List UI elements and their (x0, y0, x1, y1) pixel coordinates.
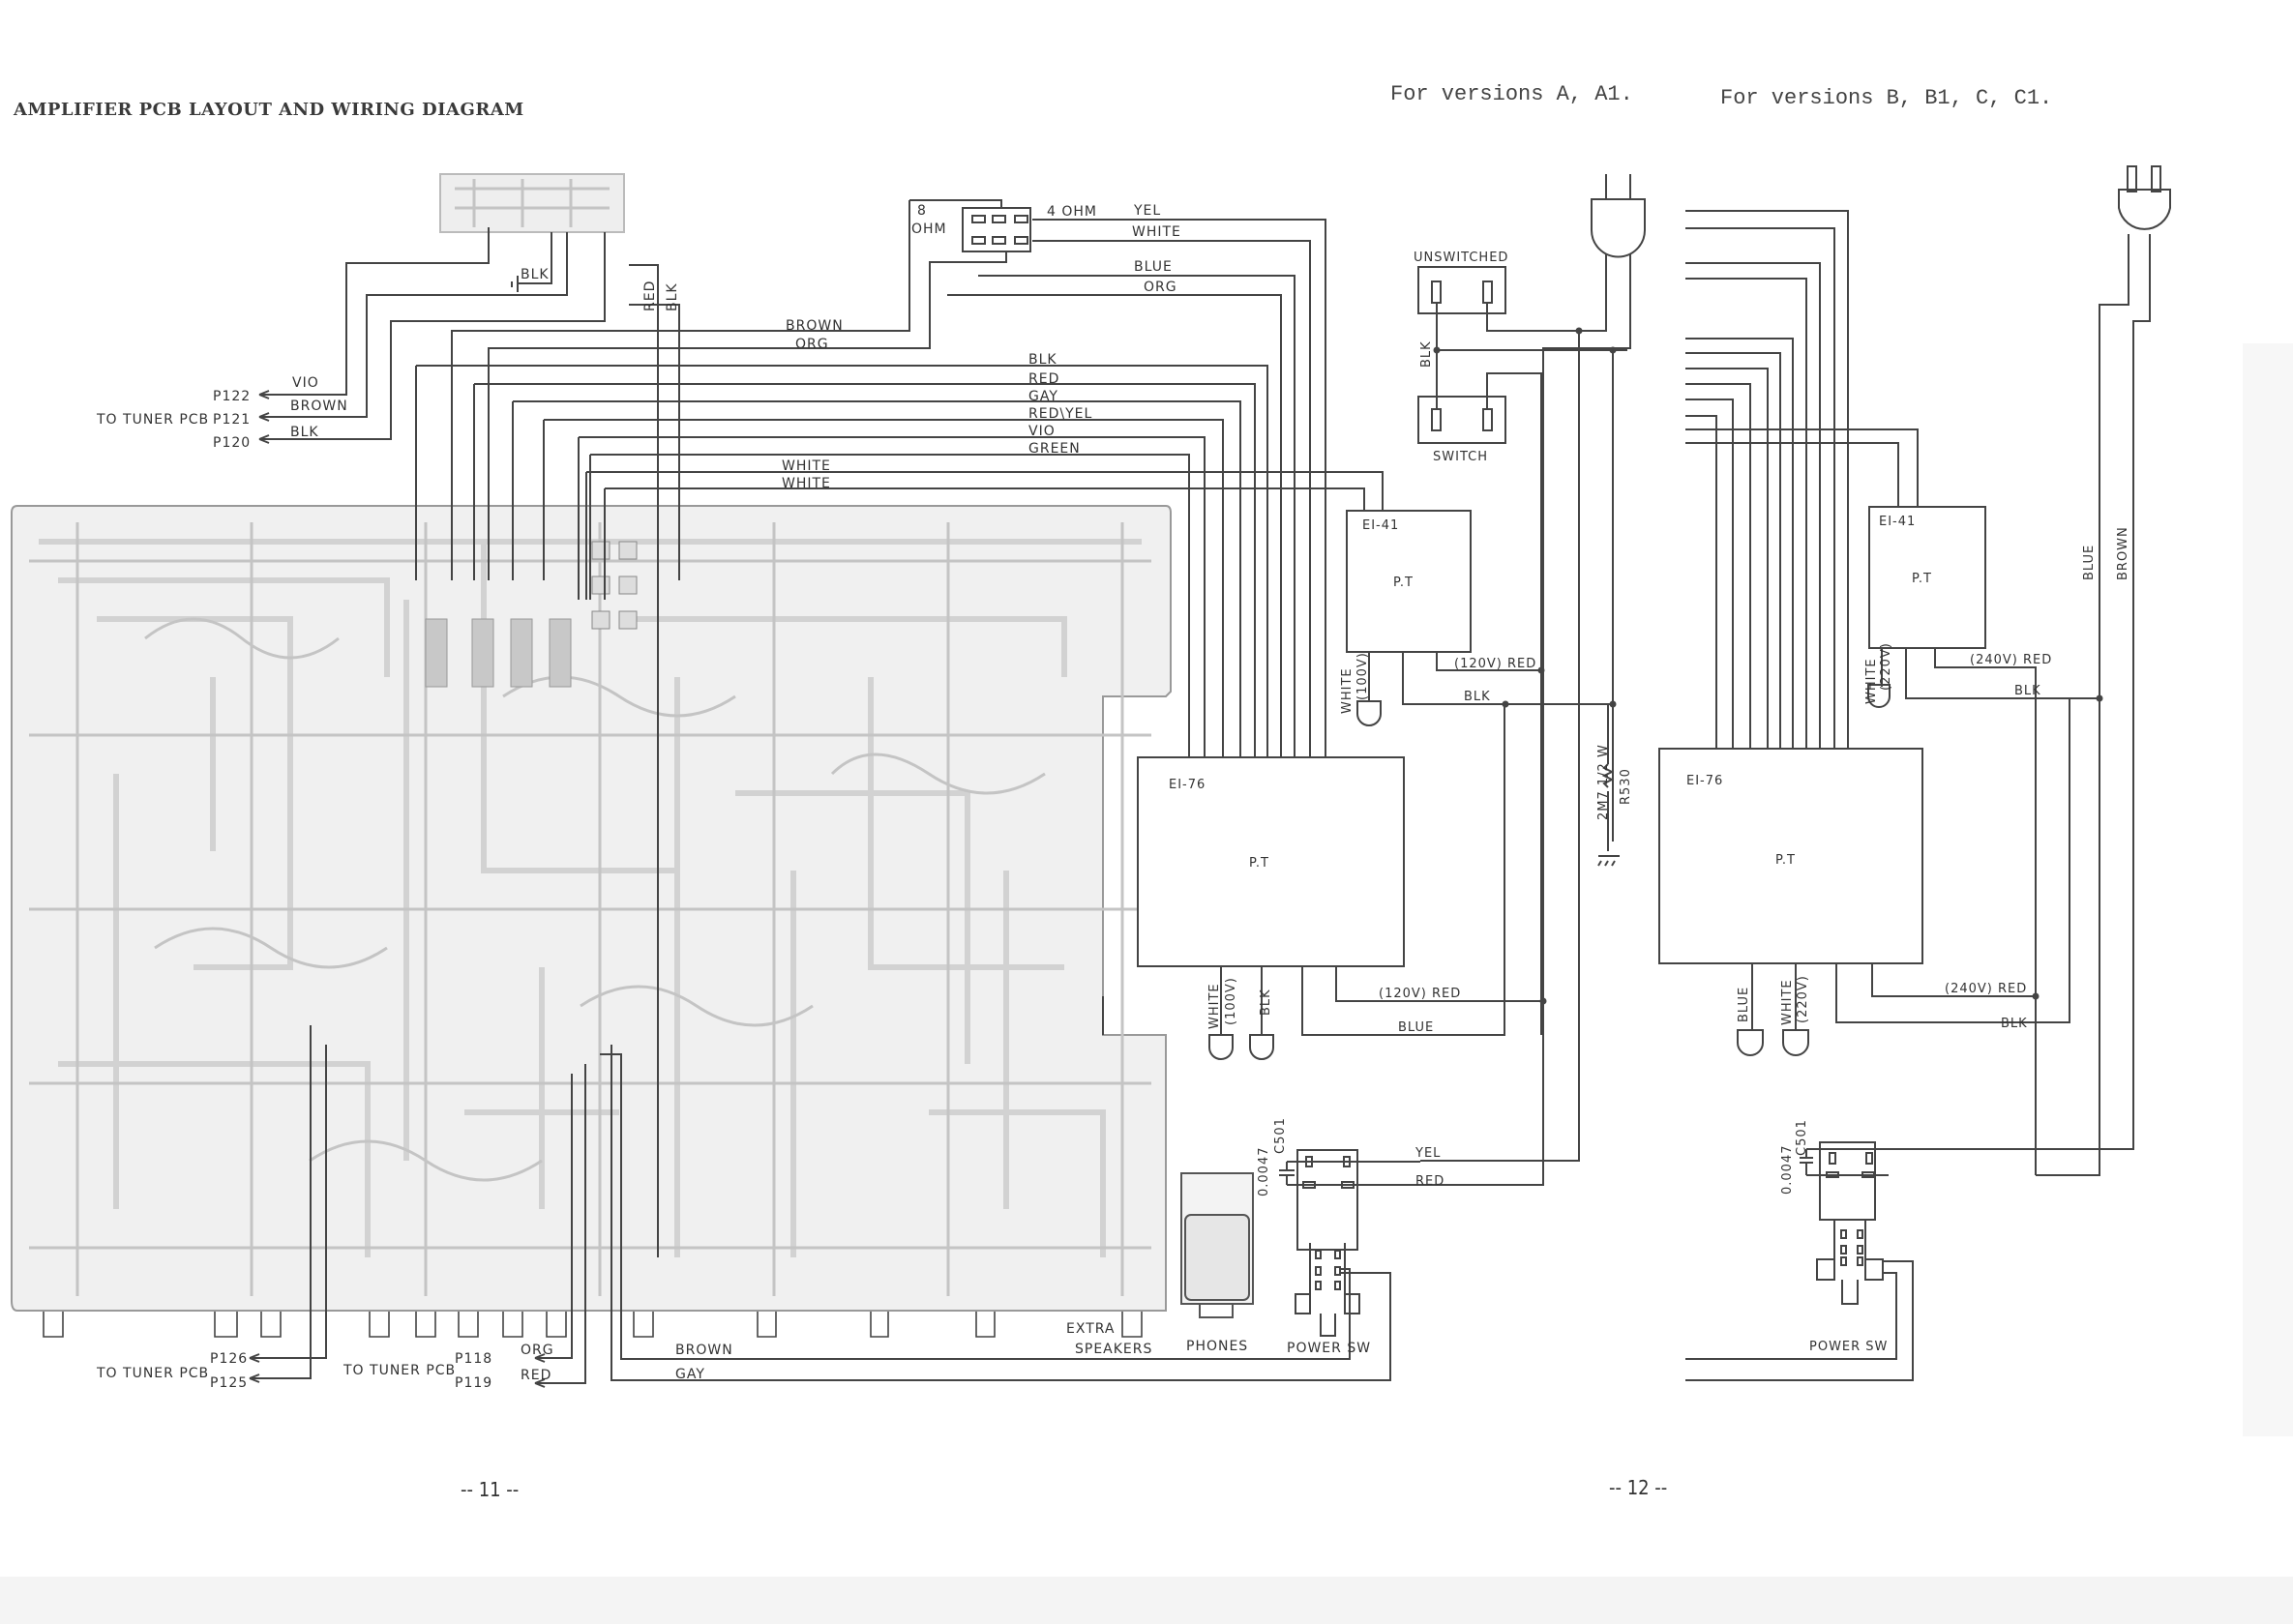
wire-label-blk: BLK (290, 425, 319, 440)
resistor-ref: R530 (1619, 768, 1633, 805)
pin-p125: P125 (210, 1375, 248, 1391)
power-sw-label-a: POWER SW (1287, 1341, 1371, 1356)
ei76-name-b: P.T (1775, 853, 1796, 868)
unswitched-outlet-label: UNSWITCHED (1414, 251, 1508, 265)
ei41-blk-a: BLK (1464, 690, 1491, 704)
tuner-module-pcb (439, 173, 625, 233)
extra-speakers-label-2: SPEAKERS (1075, 1342, 1152, 1357)
extra-speakers-label-1: EXTRA (1066, 1321, 1115, 1337)
wire-label-red-bottom: RED (521, 1368, 551, 1383)
capacitor-value-b: 0.0047 (1780, 1145, 1795, 1196)
page-number-left: -- 11 -- (461, 1478, 519, 1501)
version-b-wiring (1658, 165, 2171, 1381)
ei41-core-b: EI-41 (1879, 515, 1916, 529)
to-tuner-pcb-bottom-left: TO TUNER PCB (96, 1366, 209, 1381)
resistor-value: 2M7 1/2 W (1596, 744, 1611, 820)
ei76-lead-blue-b: BLUE (1737, 987, 1751, 1022)
speaker-impedance-selector (962, 207, 1031, 252)
mains-wire-brown: BROWN (2116, 526, 2130, 580)
pcb-edge-connectors (43, 1312, 1143, 1338)
pin-p120: P120 (213, 435, 251, 451)
ei76-lead-volt-b: (220V) (1796, 975, 1810, 1023)
wire-label-org-bottom: ORG (521, 1343, 554, 1358)
bundle-label-vio: VIO (1028, 424, 1056, 439)
pin-p118: P118 (455, 1351, 492, 1367)
mains-wire-blue: BLUE (2082, 545, 2097, 580)
to-tuner-pcb-label: TO TUNER PCB (96, 412, 209, 428)
ei41-lead-white-a: WHITE (1340, 667, 1355, 714)
pin-p122: P122 (213, 389, 251, 404)
ei41-name-a: P.T (1393, 576, 1414, 590)
capacitor-ref-a: C501 (1273, 1117, 1288, 1154)
ei76-red-a: (120V) RED (1379, 987, 1461, 1001)
pin-p119: P119 (455, 1375, 492, 1391)
ei76-lead-blk-a: BLK (1259, 989, 1273, 1016)
ei76-blk-b: BLK (2001, 1017, 2028, 1031)
wire-label-white-2: WHITE (782, 476, 831, 491)
ei41-lead-volt-a: (100V) (1355, 652, 1370, 700)
wire-label-brown-mid: BROWN (786, 318, 844, 334)
ei41-lead-volt-b: (220V) (1879, 642, 1893, 691)
switched-outlet-label: SWITCH (1433, 450, 1488, 464)
page-number-right: -- 12 -- (1609, 1476, 1667, 1499)
bundle-label-red: RED (1028, 371, 1059, 387)
ei76-name-a: P.T (1249, 856, 1269, 871)
wire-label-blue: BLUE (1134, 259, 1173, 275)
wire-label-white: WHITE (1132, 224, 1181, 240)
switch-wire-red: RED (1415, 1174, 1444, 1189)
wire-label-org: ORG (1144, 280, 1177, 295)
capacitor-value-a: 0.0047 (1257, 1147, 1271, 1197)
to-tuner-pcb-bottom-mid: TO TUNER PCB (342, 1363, 456, 1378)
phones-jack (1180, 1172, 1254, 1318)
label-ohm: OHM (911, 221, 947, 237)
bundle-label-red-yel: RED\YEL (1028, 406, 1092, 422)
version-b-heading: For versions B, B1, C, C1. (1720, 86, 2052, 110)
pin-p126: P126 (210, 1351, 248, 1367)
pin-p121: P121 (213, 412, 251, 428)
ei41-blk-b: BLK (2014, 684, 2041, 698)
wire-label-gay-bottom: GAY (675, 1367, 705, 1382)
vertical-wire-blk: BLK (665, 282, 680, 311)
scan-footer-band (0, 1577, 2293, 1624)
phones-label: PHONES (1186, 1339, 1248, 1354)
capacitor-ref-b: C501 (1795, 1119, 1809, 1156)
ei76-blue-a: BLUE (1398, 1020, 1434, 1035)
power-sw-label-b: POWER SW (1809, 1340, 1888, 1354)
bundle-label-green: GREEN (1028, 441, 1081, 457)
ei76-lead-volt-a: (100V) (1224, 977, 1238, 1025)
wire-label-vio: VIO (292, 375, 319, 391)
diagram-title: AMPLIFIER PCB LAYOUT AND WIRING DIAGRAM (13, 100, 524, 120)
ei41-name-b: P.T (1912, 572, 1932, 586)
vertical-wire-red: RED (642, 281, 658, 311)
ei76-lead-white-b: WHITE (1780, 979, 1795, 1025)
bundle-label-gay: GAY (1028, 389, 1058, 404)
version-a-wiring (1137, 174, 1646, 1337)
wire-label-yel: YEL (1133, 203, 1161, 219)
switch-wire-yel: YEL (1415, 1146, 1441, 1161)
ei41-lead-white-b: WHITE (1864, 658, 1879, 704)
ei41-core-a: EI-41 (1362, 518, 1399, 533)
wire-label-org-mid: ORG (795, 337, 829, 352)
ei76-core-a: EI-76 (1169, 778, 1206, 792)
ei76-red-b: (240V) RED (1945, 982, 2027, 996)
bundle-label-blk: BLK (1028, 352, 1057, 368)
ei41-red-a: (120V) RED (1454, 657, 1536, 671)
ei76-core-b: EI-76 (1686, 774, 1723, 788)
label-8: 8 (917, 203, 927, 219)
ground-wire-label: BLK (521, 267, 550, 282)
scan-edge-shadow (2243, 343, 2293, 1436)
amplifier-pcb (11, 505, 1172, 1312)
wire-label-brown-bottom: BROWN (675, 1343, 733, 1358)
version-a-heading: For versions A, A1. (1390, 82, 1633, 106)
outlet-wire-blk: BLK (1419, 340, 1434, 368)
wire-label-brown: BROWN (290, 399, 348, 414)
ei76-lead-white-a: WHITE (1207, 983, 1222, 1029)
ei41-red-b: (240V) RED (1970, 653, 2052, 667)
wire-label-white-1: WHITE (782, 458, 831, 474)
label-4-ohm: 4 OHM (1047, 204, 1097, 220)
